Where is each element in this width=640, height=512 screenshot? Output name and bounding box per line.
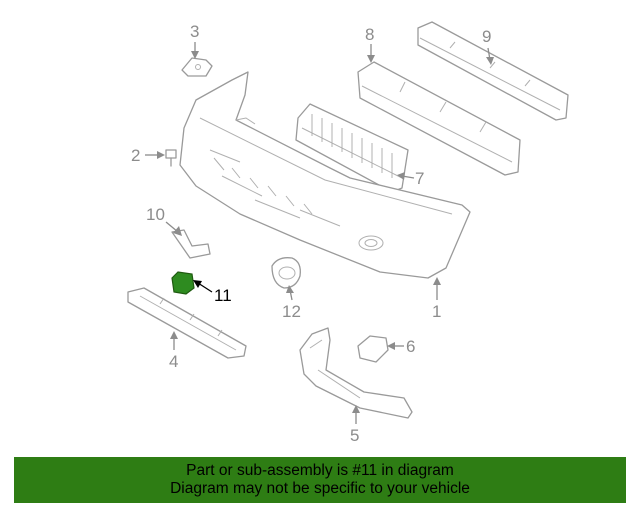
banner-line-disclaimer: Diagram may not be specific to your vehi… [170, 480, 470, 497]
callout-11: 11 [214, 286, 232, 305]
callout-5: 5 [350, 426, 359, 445]
callout-2: 2 [131, 146, 140, 165]
part-8-absorber[interactable] [357, 61, 521, 176]
callout-6: 6 [406, 337, 415, 356]
callout-4: 4 [169, 352, 178, 371]
leader-lines [145, 42, 494, 424]
part-1-bumper-cover[interactable] [179, 71, 471, 279]
part-12-fog-cover[interactable] [271, 257, 301, 289]
callout-1: 1 [432, 302, 441, 321]
callout-7: 7 [415, 169, 424, 188]
banner-line-part: Part or sub-assembly is #11 in diagram [186, 462, 454, 479]
part-2-clip[interactable] [165, 149, 177, 167]
callout-12: 12 [282, 302, 301, 321]
callout-9: 9 [482, 27, 491, 46]
part-9-reinforcement[interactable] [417, 21, 569, 121]
part-3-bracket[interactable] [181, 57, 213, 77]
parts-diagram: 1 2 3 4 5 6 7 8 9 10 11 12 [127, 21, 569, 445]
part-11-bracket[interactable] [171, 271, 195, 295]
part-4-support[interactable] [127, 287, 247, 359]
part-10-bracket[interactable] [171, 229, 211, 259]
callout-3: 3 [190, 22, 199, 41]
part-7-grille[interactable] [295, 103, 409, 193]
callout-8: 8 [365, 25, 374, 44]
part-5-bracket[interactable] [299, 327, 413, 419]
callout-10: 10 [146, 205, 165, 224]
info-banner: Part or sub-assembly is #11 in diagram D… [14, 457, 626, 503]
callout-labels: 1 2 3 4 5 6 7 8 9 10 11 12 [131, 22, 491, 445]
part-6-bracket[interactable] [357, 335, 389, 363]
